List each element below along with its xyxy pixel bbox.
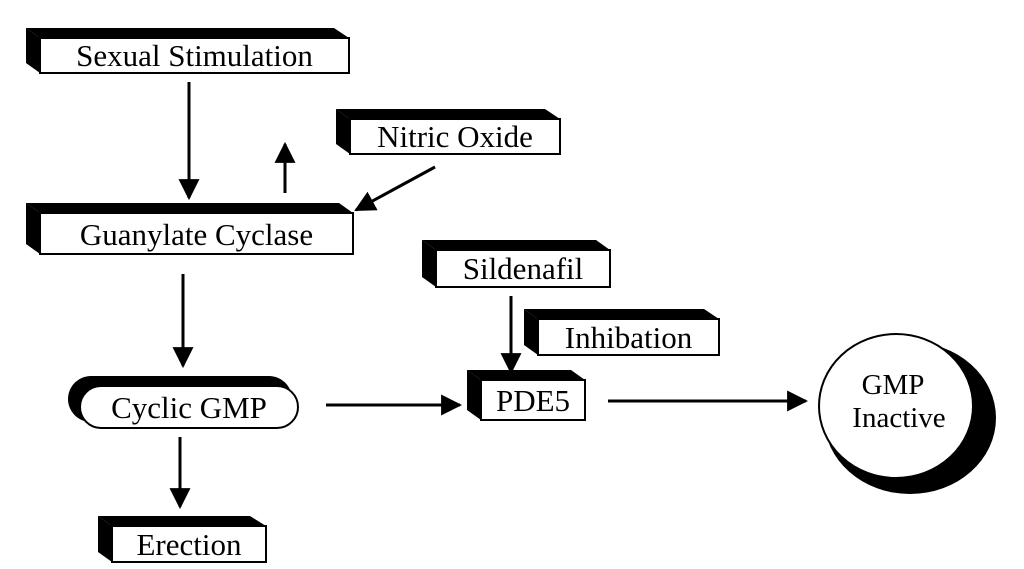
guanylate-cyclase-label: Guanylate Cyclase <box>80 217 313 252</box>
sildenafil-label: Sildenafil <box>463 251 584 286</box>
gmp-inactive-label-line1: GMP <box>862 369 925 401</box>
cyclic-gmp-label: Cyclic GMP <box>111 390 267 425</box>
arrow-nitric-oxide-to-cyclase <box>354 165 436 212</box>
pde5-label: PDE5 <box>496 383 570 418</box>
gmp-inactive-node: GMP Inactive <box>818 333 996 494</box>
gmp-inactive-label-line2: Inactive <box>852 402 945 434</box>
sexual-stimulation-box: Sexual Stimulation <box>26 28 350 74</box>
nitric-oxide-label: Nitric Oxide <box>377 119 533 154</box>
guanylate-cyclase-box: Guanylate Cyclase <box>26 203 354 255</box>
sildenafil-box: Sildenafil <box>422 240 611 288</box>
inhibation-label: Inhibation <box>565 320 693 355</box>
erection-box: Erection <box>98 516 267 563</box>
cyclic-gmp-node: Cyclic GMP <box>68 376 299 429</box>
inhibation-box: Inhibation <box>524 309 720 356</box>
erection-label: Erection <box>136 527 242 562</box>
nitric-oxide-box: Nitric Oxide <box>336 109 561 155</box>
pde5-box: PDE5 <box>467 370 586 421</box>
sexual-stimulation-label: Sexual Stimulation <box>76 38 313 73</box>
